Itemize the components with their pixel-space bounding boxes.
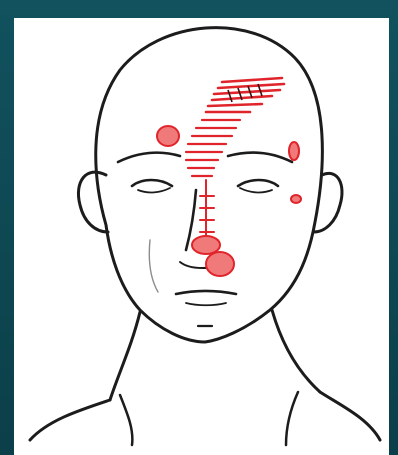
pain-spot-right-temple (289, 142, 299, 160)
head-contour (96, 28, 323, 342)
pain-markers (157, 78, 301, 276)
lower-lip (186, 303, 226, 305)
pain-hatch-forehead (186, 120, 240, 176)
neck-right (272, 310, 320, 392)
right-eyebrow (228, 153, 292, 162)
pain-spot-nose-upper (192, 236, 220, 254)
left-eye-lower (138, 188, 170, 192)
left-cheek-line (149, 240, 158, 292)
right-eye (238, 180, 278, 186)
collarbone-right (286, 392, 298, 445)
neck-left (110, 312, 140, 400)
pain-hatch-nose (200, 180, 214, 240)
shoulder-left (30, 400, 110, 440)
right-eye-lower (240, 188, 272, 192)
pain-spot-right-cheekbone (291, 195, 301, 203)
shoulder-right (320, 392, 380, 440)
left-eyebrow (118, 153, 180, 162)
pain-hatch-upper (206, 78, 284, 112)
left-ear (78, 172, 108, 232)
pain-spot-nose-tip (206, 252, 234, 276)
collarbone-left (120, 395, 132, 445)
left-eye (132, 180, 172, 186)
mouth (176, 291, 236, 294)
pain-spot-left-forehead (157, 126, 179, 146)
